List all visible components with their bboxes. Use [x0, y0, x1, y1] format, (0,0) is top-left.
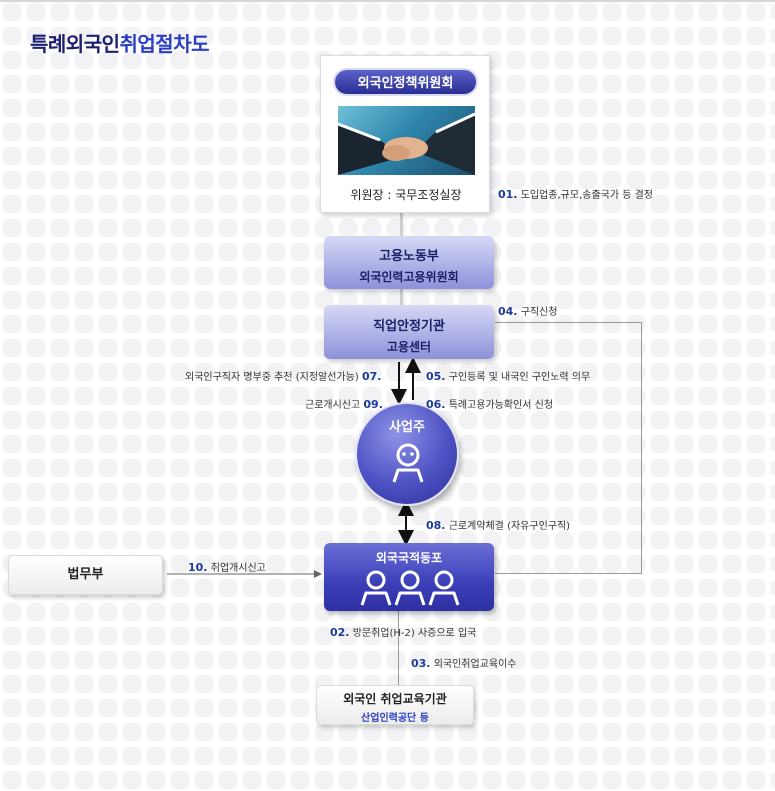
connector-workers-edu: [398, 611, 399, 685]
foreign-workers-box: 외국국적동포: [324, 543, 494, 611]
employer-circle: 사업주: [355, 402, 459, 506]
committee-chair: 위원장 : 국무조정실장: [350, 188, 462, 202]
step-02: 02. 방문취업(H-2) 사증으로 입국: [330, 626, 477, 639]
step-01: 01. 도입업종,규모,송출국가 등 결정: [498, 188, 654, 201]
connector-04-top: [495, 322, 642, 323]
education-line2: 산업인력공단 등: [361, 713, 429, 724]
step-09: 근로개시신고 09.: [305, 398, 383, 411]
person-icon: [392, 443, 424, 483]
ministry-line1: 고용노동부: [379, 249, 439, 264]
justice-box: 법무부: [8, 555, 163, 595]
top-rule: [0, 0, 775, 2]
ministry-line2: 외국인력고용위원회: [359, 270, 459, 284]
committee-name: 외국인정책위원회: [333, 68, 478, 96]
job-center-line2: 고용센터: [386, 340, 432, 354]
people-icon: [360, 570, 460, 606]
title-part2: 취업절차도: [119, 34, 210, 56]
employer-label: 사업주: [389, 420, 425, 435]
committee-card: 외국인정책위원회 위원장 : 국무조정실장: [320, 55, 490, 213]
step-07: 외국인구직자 명부중 추천 (지정알선가능) 07.: [185, 370, 382, 383]
step-10: 10. 취업개시신고: [188, 561, 266, 574]
page-title: 특례외국인취업절차도: [30, 28, 209, 57]
title-part1: 특례외국인: [30, 34, 120, 56]
ministry-box: 고용노동부 외국인력고용위원회: [324, 236, 494, 289]
step-03: 03. 외국인취업교육이수: [411, 657, 517, 670]
step-04: 04. 구직신청: [498, 305, 558, 318]
education-line1: 외국인 취업교육기관: [343, 692, 447, 706]
education-box: 외국인 취업교육기관 산업인력공단 등: [316, 685, 474, 725]
step-05: 05. 구인등록 및 내국인 구인노력 의무: [426, 370, 591, 383]
connector-ministry-jobcenter: [400, 289, 403, 305]
connector-committee-ministry: [400, 213, 403, 236]
handshake-photo: [338, 106, 475, 175]
connector-04-bottom: [495, 573, 642, 574]
foreign-workers-label: 외국국적동포: [375, 551, 443, 565]
job-center-line1: 직업안정기관: [373, 319, 445, 334]
justice-label: 법무부: [67, 567, 104, 582]
step-08: 08. 근로계약체결 (자유구인구직): [426, 519, 571, 532]
step-06: 06. 특례고용가능확인서 신청: [426, 398, 554, 411]
connector-04-right: [641, 322, 642, 574]
job-center-box: 직업안정기관 고용센터: [324, 305, 494, 359]
handshake-icon: [338, 112, 475, 175]
